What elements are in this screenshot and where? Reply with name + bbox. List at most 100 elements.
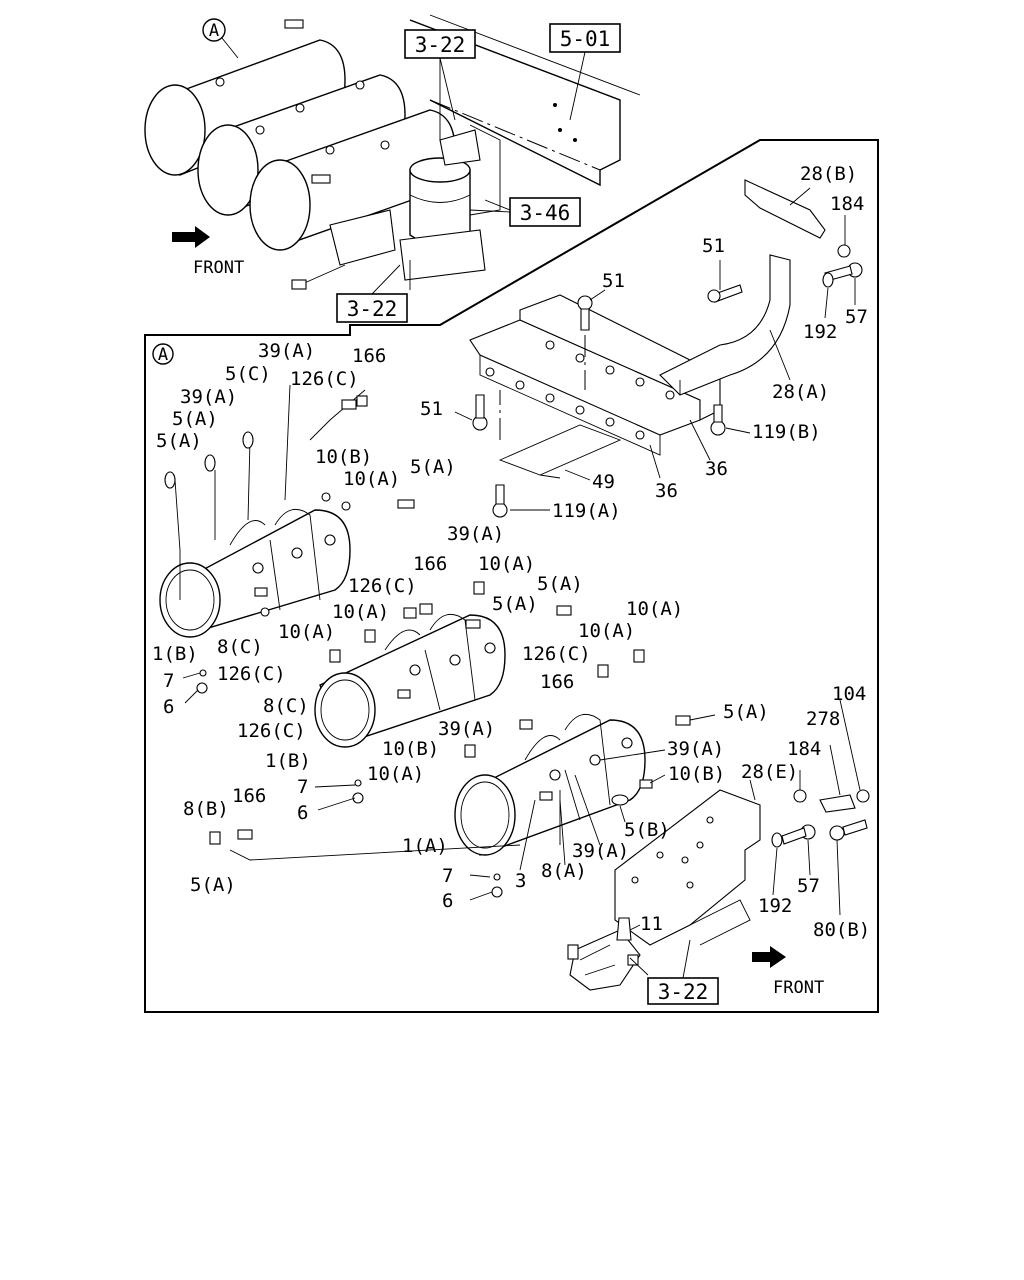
callout-10B-1: 10(B) — [315, 446, 373, 468]
tank-1B-upper — [159, 384, 366, 638]
valve-assembly — [567, 929, 641, 991]
ref-5-01: 5-01 — [560, 27, 611, 51]
callout-166-1: 166 — [352, 345, 387, 367]
callout-5A-1: 5(A) — [172, 408, 218, 430]
callout-57-b: 57 — [797, 875, 820, 897]
front-label-top: FRONT — [193, 258, 244, 278]
callout-39A-6: 39(A) — [572, 840, 630, 862]
tank-1A-lower — [454, 713, 653, 856]
callout-126C-2: 126(C) — [348, 575, 417, 597]
bolt-57-b — [781, 824, 816, 845]
callout-126C-5: 126(C) — [237, 720, 306, 742]
callout-166-3: 166 — [540, 671, 575, 693]
ref-box-3-22-bottom — [647, 977, 719, 1005]
callout-7-1: 7 — [163, 670, 175, 692]
callout-1B-2: 1(B) — [265, 750, 311, 772]
callout-51-c: 51 — [420, 398, 443, 420]
callout-184-b: 184 — [787, 738, 822, 760]
front-label-bottom: FRONT — [773, 978, 824, 998]
callout-5B: 5(B) — [624, 819, 670, 841]
callout-7-2: 7 — [297, 776, 309, 798]
callout-5C: 5(C) — [225, 363, 271, 385]
callout-126C-1: 126(C) — [290, 368, 359, 390]
callout-10A-5: 10(A) — [278, 621, 336, 643]
callout-7-3: 7 — [442, 865, 454, 887]
ref-box-5-01 — [549, 23, 621, 53]
callout-126C-3: 126(C) — [217, 663, 286, 685]
bolt-80B — [829, 819, 868, 841]
callout-39A-4: 39(A) — [438, 718, 496, 740]
callout-8A: 8(A) — [541, 860, 587, 882]
detail-marker-top: A — [209, 21, 219, 41]
callout-28B: 28(B) — [800, 163, 858, 185]
callout-8B: 8(B) — [183, 798, 229, 820]
callout-51-b: 51 — [602, 270, 625, 292]
callout-3: 3 — [515, 870, 527, 892]
callout-10A-6: 10(A) — [578, 620, 636, 642]
callout-5A-7: 5(A) — [190, 874, 236, 896]
front-arrow-bottom-icon — [752, 946, 786, 968]
callout-49: 49 — [592, 471, 615, 493]
callout-278: 278 — [806, 708, 841, 730]
bolt-119-a — [492, 484, 508, 518]
callout-57-a: 57 — [845, 306, 868, 328]
ref-3-22-bottom: 3-22 — [658, 980, 709, 1004]
callout-6-3: 6 — [442, 890, 454, 912]
callout-10A-2: 10(A) — [478, 553, 536, 575]
callout-11: 11 — [640, 913, 663, 935]
callout-10A-3: 10(A) — [332, 601, 390, 623]
callout-5A-5: 5(A) — [492, 593, 538, 615]
callout-28A: 28(A) — [772, 381, 830, 403]
bolt-119-b — [710, 404, 726, 436]
callout-119A: 119(A) — [552, 500, 621, 522]
callout-126C-4: 126(C) — [522, 643, 591, 665]
callout-36-b: 36 — [655, 480, 678, 502]
callout-5A-6: 5(A) — [723, 701, 769, 723]
callout-166-4: 166 — [232, 785, 267, 807]
bolt-51-b — [577, 295, 593, 331]
ref-3-22-top: 3-22 — [415, 33, 466, 57]
detail-frame — [144, 139, 879, 1013]
callout-10A-7: 10(A) — [367, 763, 425, 785]
front-arrow-icon — [172, 226, 210, 248]
callout-51-a: 51 — [702, 235, 725, 257]
callout-8C-2: 8(C) — [263, 695, 309, 717]
callout-6-2: 6 — [297, 802, 309, 824]
callout-10A-1: 10(A) — [343, 468, 401, 490]
callout-192-b: 192 — [758, 895, 793, 917]
callout-192-a: 192 — [803, 321, 838, 343]
callout-5A-3: 5(A) — [410, 456, 456, 478]
callout-104: 104 — [832, 683, 867, 705]
callout-10B-2: 10(B) — [382, 738, 440, 760]
callout-5A-4: 5(A) — [537, 573, 583, 595]
callout-10B-3: 10(B) — [668, 763, 726, 785]
crossmember-assembly — [469, 179, 863, 518]
callout-39A-2: 39(A) — [180, 386, 238, 408]
ref-3-22-mid: 3-22 — [347, 297, 398, 321]
bolt-51-a — [707, 284, 743, 303]
ref-box-3-46 — [509, 197, 581, 227]
callout-39A-1: 39(A) — [258, 340, 316, 362]
callout-166-2: 166 — [413, 553, 448, 575]
callout-1B-1: 1(B) — [152, 643, 198, 665]
callout-184-a: 184 — [830, 193, 865, 215]
air-dryer — [399, 157, 486, 281]
callout-6-1: 6 — [163, 696, 175, 718]
bolt-51-c — [472, 394, 488, 431]
callout-39A-5: 39(A) — [667, 738, 725, 760]
callout-39A-3: 39(A) — [447, 523, 505, 545]
detail-marker: A — [158, 345, 168, 365]
callout-10A-4: 10(A) — [626, 598, 684, 620]
callout-8C-1: 8(C) — [217, 636, 263, 658]
callout-1A: 1(A) — [402, 835, 448, 857]
ref-3-46: 3-46 — [520, 201, 571, 225]
overview-assembly: A FRONT 3-22 5-01 3-46 3-22 — [144, 14, 641, 323]
tank-1B-middle — [314, 613, 506, 748]
callout-36-a: 36 — [705, 458, 728, 480]
callout-119B: 119(B) — [752, 421, 821, 443]
bracket-28E — [614, 789, 761, 946]
callout-80B: 80(B) — [813, 919, 871, 941]
callout-5A-2: 5(A) — [156, 430, 202, 452]
